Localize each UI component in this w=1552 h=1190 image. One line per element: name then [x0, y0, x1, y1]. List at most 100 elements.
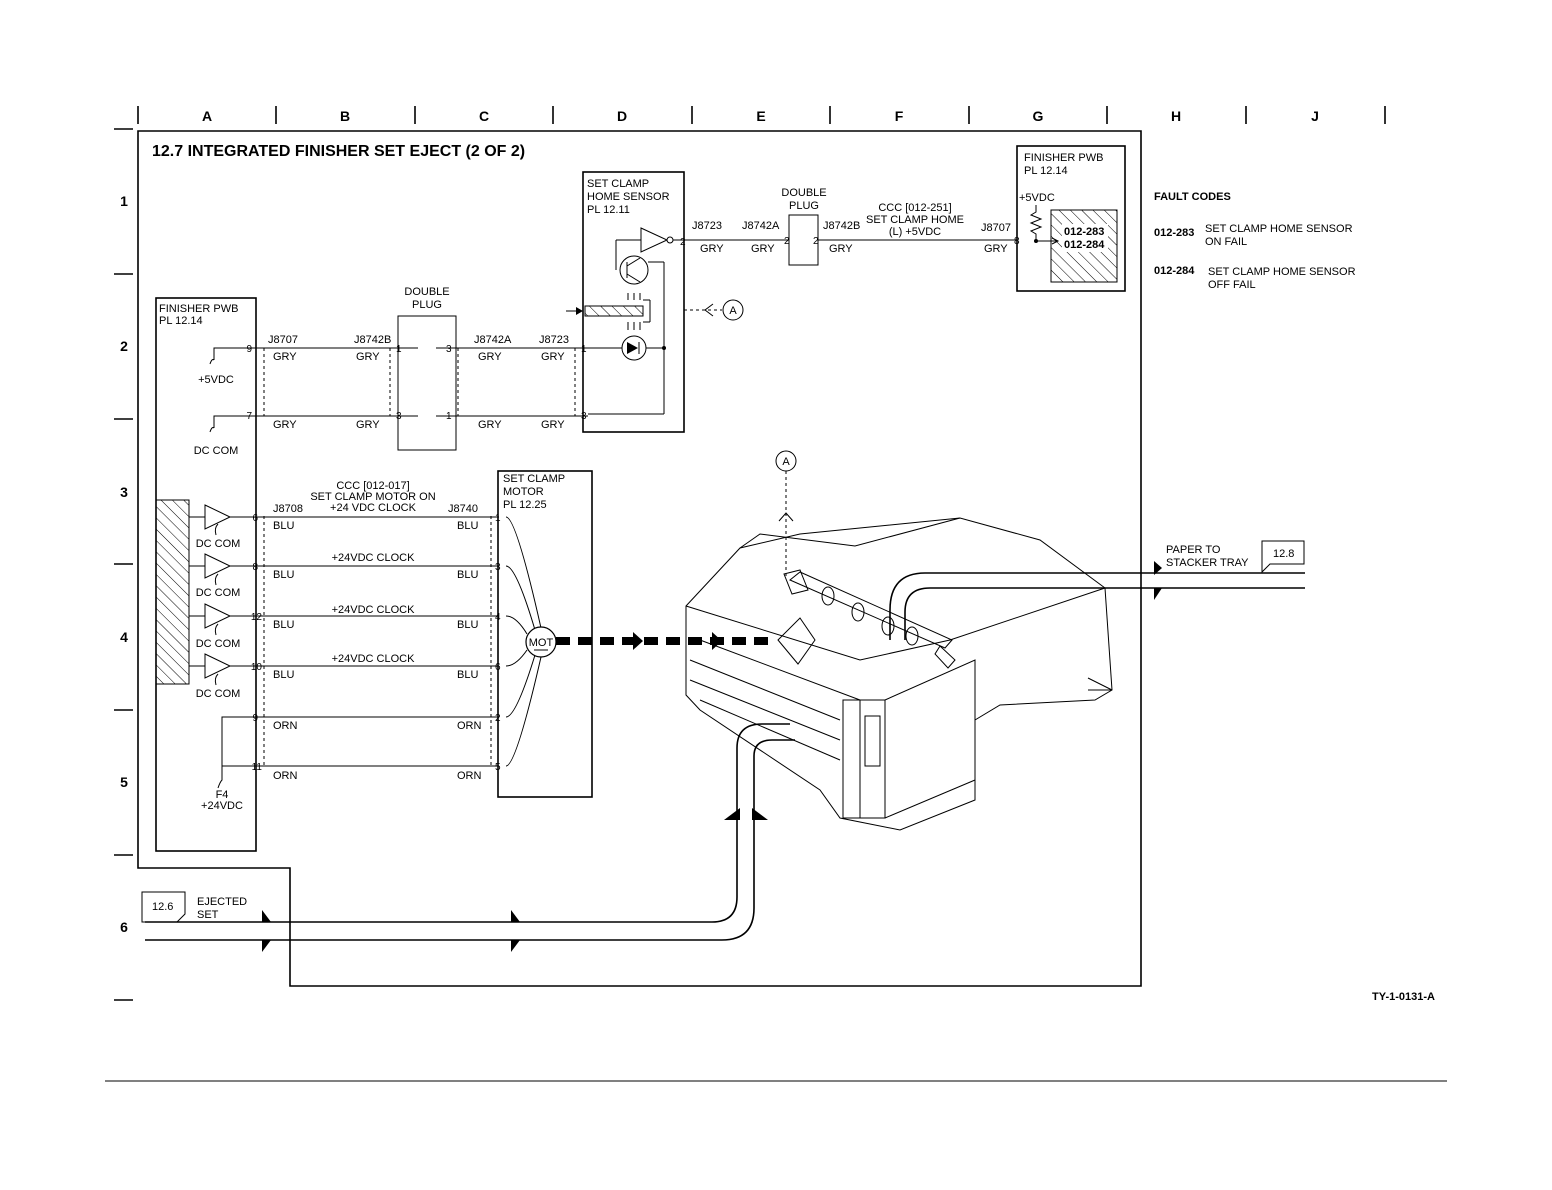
svg-text:MOTOR: MOTOR [503, 486, 544, 498]
svg-text:9: 9 [246, 344, 252, 355]
svg-text:012-284: 012-284 [1154, 265, 1195, 277]
svg-text:12.8: 12.8 [1273, 548, 1294, 560]
svg-text:7: 7 [246, 411, 252, 422]
svg-text:ON FAIL: ON FAIL [1205, 236, 1247, 248]
svg-text:J8708: J8708 [273, 503, 303, 515]
set-clamp-home-sensor: SET CLAMP HOME SENSOR PL 12.11 2 1 [566, 171, 686, 433]
svg-text:GRY: GRY [478, 419, 502, 431]
home-sensor-signal-wire: DOUBLE PLUG 2 2 J8723 J8742A J8742B J870… [684, 187, 1017, 266]
svg-text:+24VDC CLOCK: +24VDC CLOCK [332, 604, 416, 616]
finisher-illustration [145, 517, 1305, 941]
svg-text:PLUG: PLUG [412, 299, 442, 311]
sensor-power-wiring: DOUBLE PLUG 1 3 3 1 9 7 J8707 J8742B J87… [246, 286, 588, 451]
svg-text:J8742A: J8742A [474, 334, 512, 346]
svg-text:DC COM: DC COM [196, 587, 241, 599]
svg-text:ORN: ORN [457, 720, 482, 732]
svg-text:PL 12.14: PL 12.14 [159, 315, 203, 327]
svg-text:12.6: 12.6 [152, 901, 173, 913]
svg-text:A: A [729, 305, 737, 317]
svg-text:CCC [012-017]: CCC [012-017] [336, 480, 409, 492]
row-label: 3 [120, 484, 128, 500]
svg-text:GRY: GRY [356, 419, 380, 431]
svg-text:J8742B: J8742B [354, 334, 391, 346]
col-label: F [895, 108, 904, 124]
svg-text:9: 9 [252, 713, 258, 724]
svg-text:FINISHER PWB: FINISHER PWB [159, 303, 238, 315]
col-label: G [1033, 108, 1044, 124]
svg-text:CCC [012-251]: CCC [012-251] [878, 202, 951, 214]
row-label: 6 [120, 919, 128, 935]
svg-text:PL 12.25: PL 12.25 [503, 499, 547, 511]
col-label: J [1311, 108, 1319, 124]
svg-text:2: 2 [813, 236, 819, 247]
svg-text:1: 1 [446, 411, 452, 422]
svg-text:PL 12.11: PL 12.11 [587, 204, 630, 216]
svg-text:J8723: J8723 [692, 220, 722, 232]
row-label: 2 [120, 338, 128, 354]
svg-text:BLU: BLU [273, 619, 294, 631]
svg-text:SET CLAMP HOME: SET CLAMP HOME [866, 214, 964, 226]
svg-text:2: 2 [680, 237, 686, 248]
svg-text:SET CLAMP MOTOR ON: SET CLAMP MOTOR ON [310, 491, 435, 503]
finisher-pwb-top: FINISHER PWB PL 12.14 +5VDC 012-283 012-… [1014, 145, 1126, 292]
finisher-pwb-left: FINISHER PWB PL 12.14 +5VDC DC COM F4 +2… [155, 297, 257, 852]
svg-text:DOUBLE: DOUBLE [404, 286, 449, 298]
col-label: A [202, 108, 212, 124]
svg-text:+5VDC: +5VDC [198, 374, 234, 386]
svg-text:GRY: GRY [984, 243, 1008, 255]
drive-shaft [556, 632, 770, 650]
svg-text:3: 3 [446, 344, 452, 355]
svg-text:ORN: ORN [273, 770, 298, 782]
svg-text:BLU: BLU [457, 520, 478, 532]
svg-text:MOT: MOT [529, 637, 554, 649]
svg-text:ORN: ORN [273, 720, 298, 732]
row-grid: 1 2 3 4 5 6 [114, 128, 133, 1001]
svg-text:DC COM: DC COM [194, 445, 239, 457]
svg-text:GRY: GRY [700, 243, 724, 255]
svg-text:FAULT CODES: FAULT CODES [1154, 191, 1231, 203]
svg-text:J8723: J8723 [539, 334, 569, 346]
svg-text:10: 10 [251, 662, 263, 673]
ejected-set: 12.6 EJECTED SET [141, 891, 520, 952]
svg-text:BLU: BLU [457, 619, 478, 631]
svg-text:GRY: GRY [829, 243, 853, 255]
row-label: 5 [120, 774, 128, 790]
motor-wiring: CCC [012-017] SET CLAMP MOTOR ON +24 VDC… [189, 480, 501, 782]
paper-to-stacker-tray: PAPER TO STACKER TRAY 12.8 [1154, 540, 1305, 600]
svg-text:DC COM: DC COM [196, 538, 241, 550]
row-label: 1 [120, 193, 128, 209]
svg-text:6: 6 [252, 513, 258, 524]
svg-text:8: 8 [252, 562, 258, 573]
svg-text:SET: SET [197, 909, 219, 921]
figure-id: TY-1-0131-A [1372, 991, 1435, 1003]
svg-text:GRY: GRY [478, 351, 502, 363]
svg-text:J8707: J8707 [981, 222, 1011, 234]
column-grid: A B C D E F G H J [137, 106, 1386, 124]
svg-text:A: A [782, 456, 790, 468]
svg-text:+24VDC CLOCK: +24VDC CLOCK [332, 653, 416, 665]
svg-text:012-283: 012-283 [1154, 227, 1194, 239]
svg-text:BLU: BLU [457, 569, 478, 581]
svg-text:1: 1 [581, 344, 587, 355]
svg-text:ORN: ORN [457, 770, 482, 782]
svg-text:GRY: GRY [356, 351, 380, 363]
col-label: D [617, 108, 627, 124]
diagram-frame [137, 130, 1142, 987]
col-label: H [1171, 108, 1181, 124]
svg-text:GRY: GRY [751, 243, 775, 255]
svg-text:SET CLAMP HOME SENSOR: SET CLAMP HOME SENSOR [1205, 223, 1353, 235]
svg-text:11: 11 [252, 762, 263, 773]
svg-text:BLU: BLU [273, 520, 294, 532]
svg-text:GRY: GRY [541, 351, 565, 363]
svg-text:8: 8 [1014, 236, 1020, 247]
svg-text:3: 3 [396, 411, 402, 422]
svg-text:HOME SENSOR: HOME SENSOR [587, 191, 670, 203]
svg-text:SET CLAMP: SET CLAMP [503, 473, 565, 485]
svg-text:PL 12.14: PL 12.14 [1024, 165, 1068, 177]
col-label: B [340, 108, 350, 124]
svg-text:J8742A: J8742A [742, 220, 780, 232]
svg-text:PAPER TO: PAPER TO [1166, 544, 1221, 556]
svg-text:SET CLAMP HOME SENSOR: SET CLAMP HOME SENSOR [1208, 266, 1356, 278]
svg-text:012-284: 012-284 [1064, 239, 1105, 251]
